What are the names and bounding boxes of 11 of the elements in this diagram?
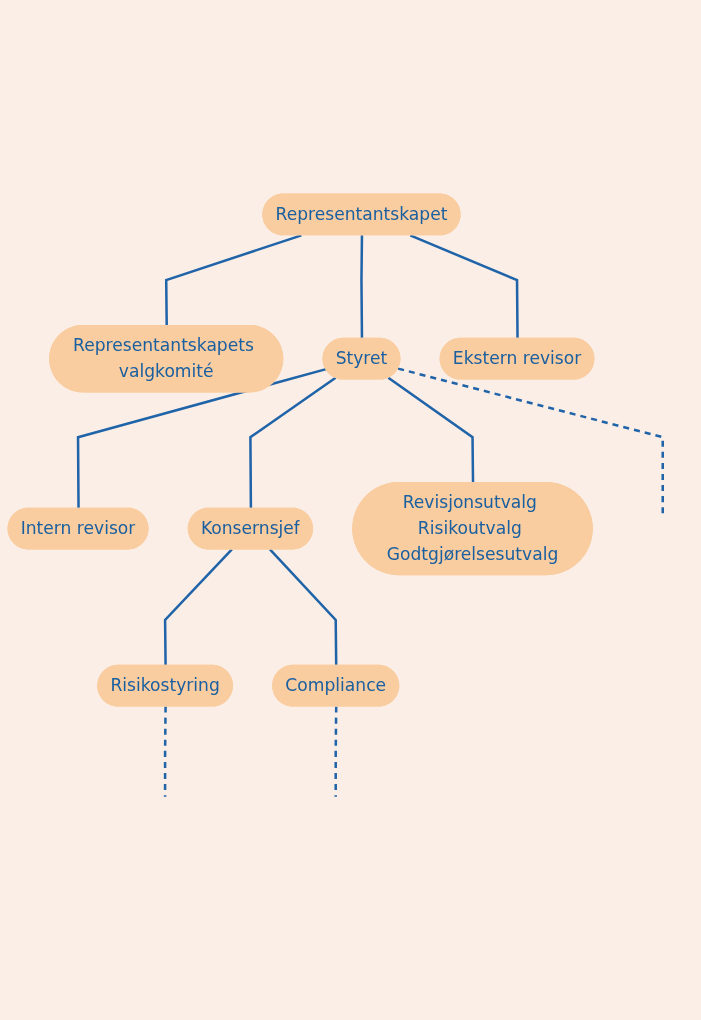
connector [360,234,364,339]
connector [387,376,475,483]
connector [164,233,302,326]
connector [409,233,519,339]
connector [269,548,338,666]
connector [76,367,327,509]
connector [334,706,338,797]
connector [249,376,337,509]
connector [397,366,664,513]
connector [163,548,233,666]
connector [163,706,167,797]
